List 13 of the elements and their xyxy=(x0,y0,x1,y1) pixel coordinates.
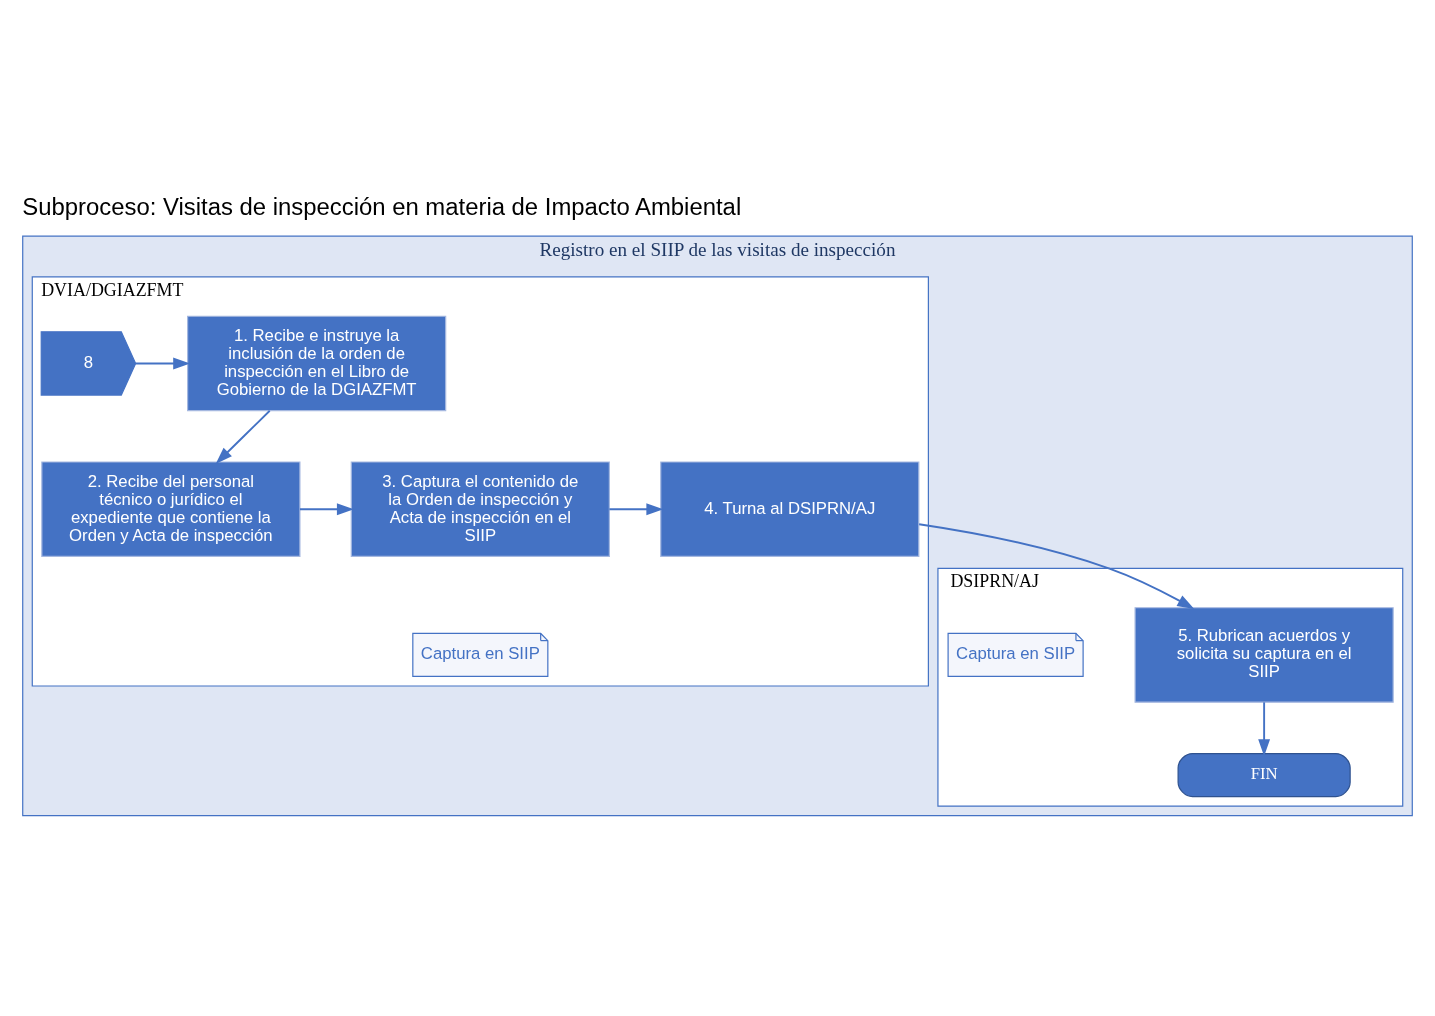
arrow xyxy=(1258,701,1271,757)
node-box: 2. Recibe del personal técnico o jurídico el expediente que contiene la Orden y Acta de inspección xyxy=(41,461,301,557)
node-box: 5. Rubrican acuerdos y solicita su captura en el SIIP xyxy=(1134,607,1394,703)
arrow xyxy=(134,357,191,370)
node-box: 4. Turna al DSIPRN/AJ xyxy=(660,461,920,557)
node-box: 3. Captura el contenido de la Orden de inspección y Acta de inspección en el SIIP xyxy=(350,461,610,557)
diagram-title: Subproceso: Visitas de inspección en materia de Impacto Ambiental xyxy=(22,192,742,220)
arrow xyxy=(215,409,271,464)
node-box: 1. Recibe e instruye la inclusión de la orden de inspección en el Libro de Gobierno de la DGIAZFMT xyxy=(187,315,447,412)
arrow xyxy=(298,503,354,516)
arrow xyxy=(608,503,664,516)
node-box: FIN xyxy=(1177,752,1351,798)
arrow xyxy=(918,523,1195,610)
